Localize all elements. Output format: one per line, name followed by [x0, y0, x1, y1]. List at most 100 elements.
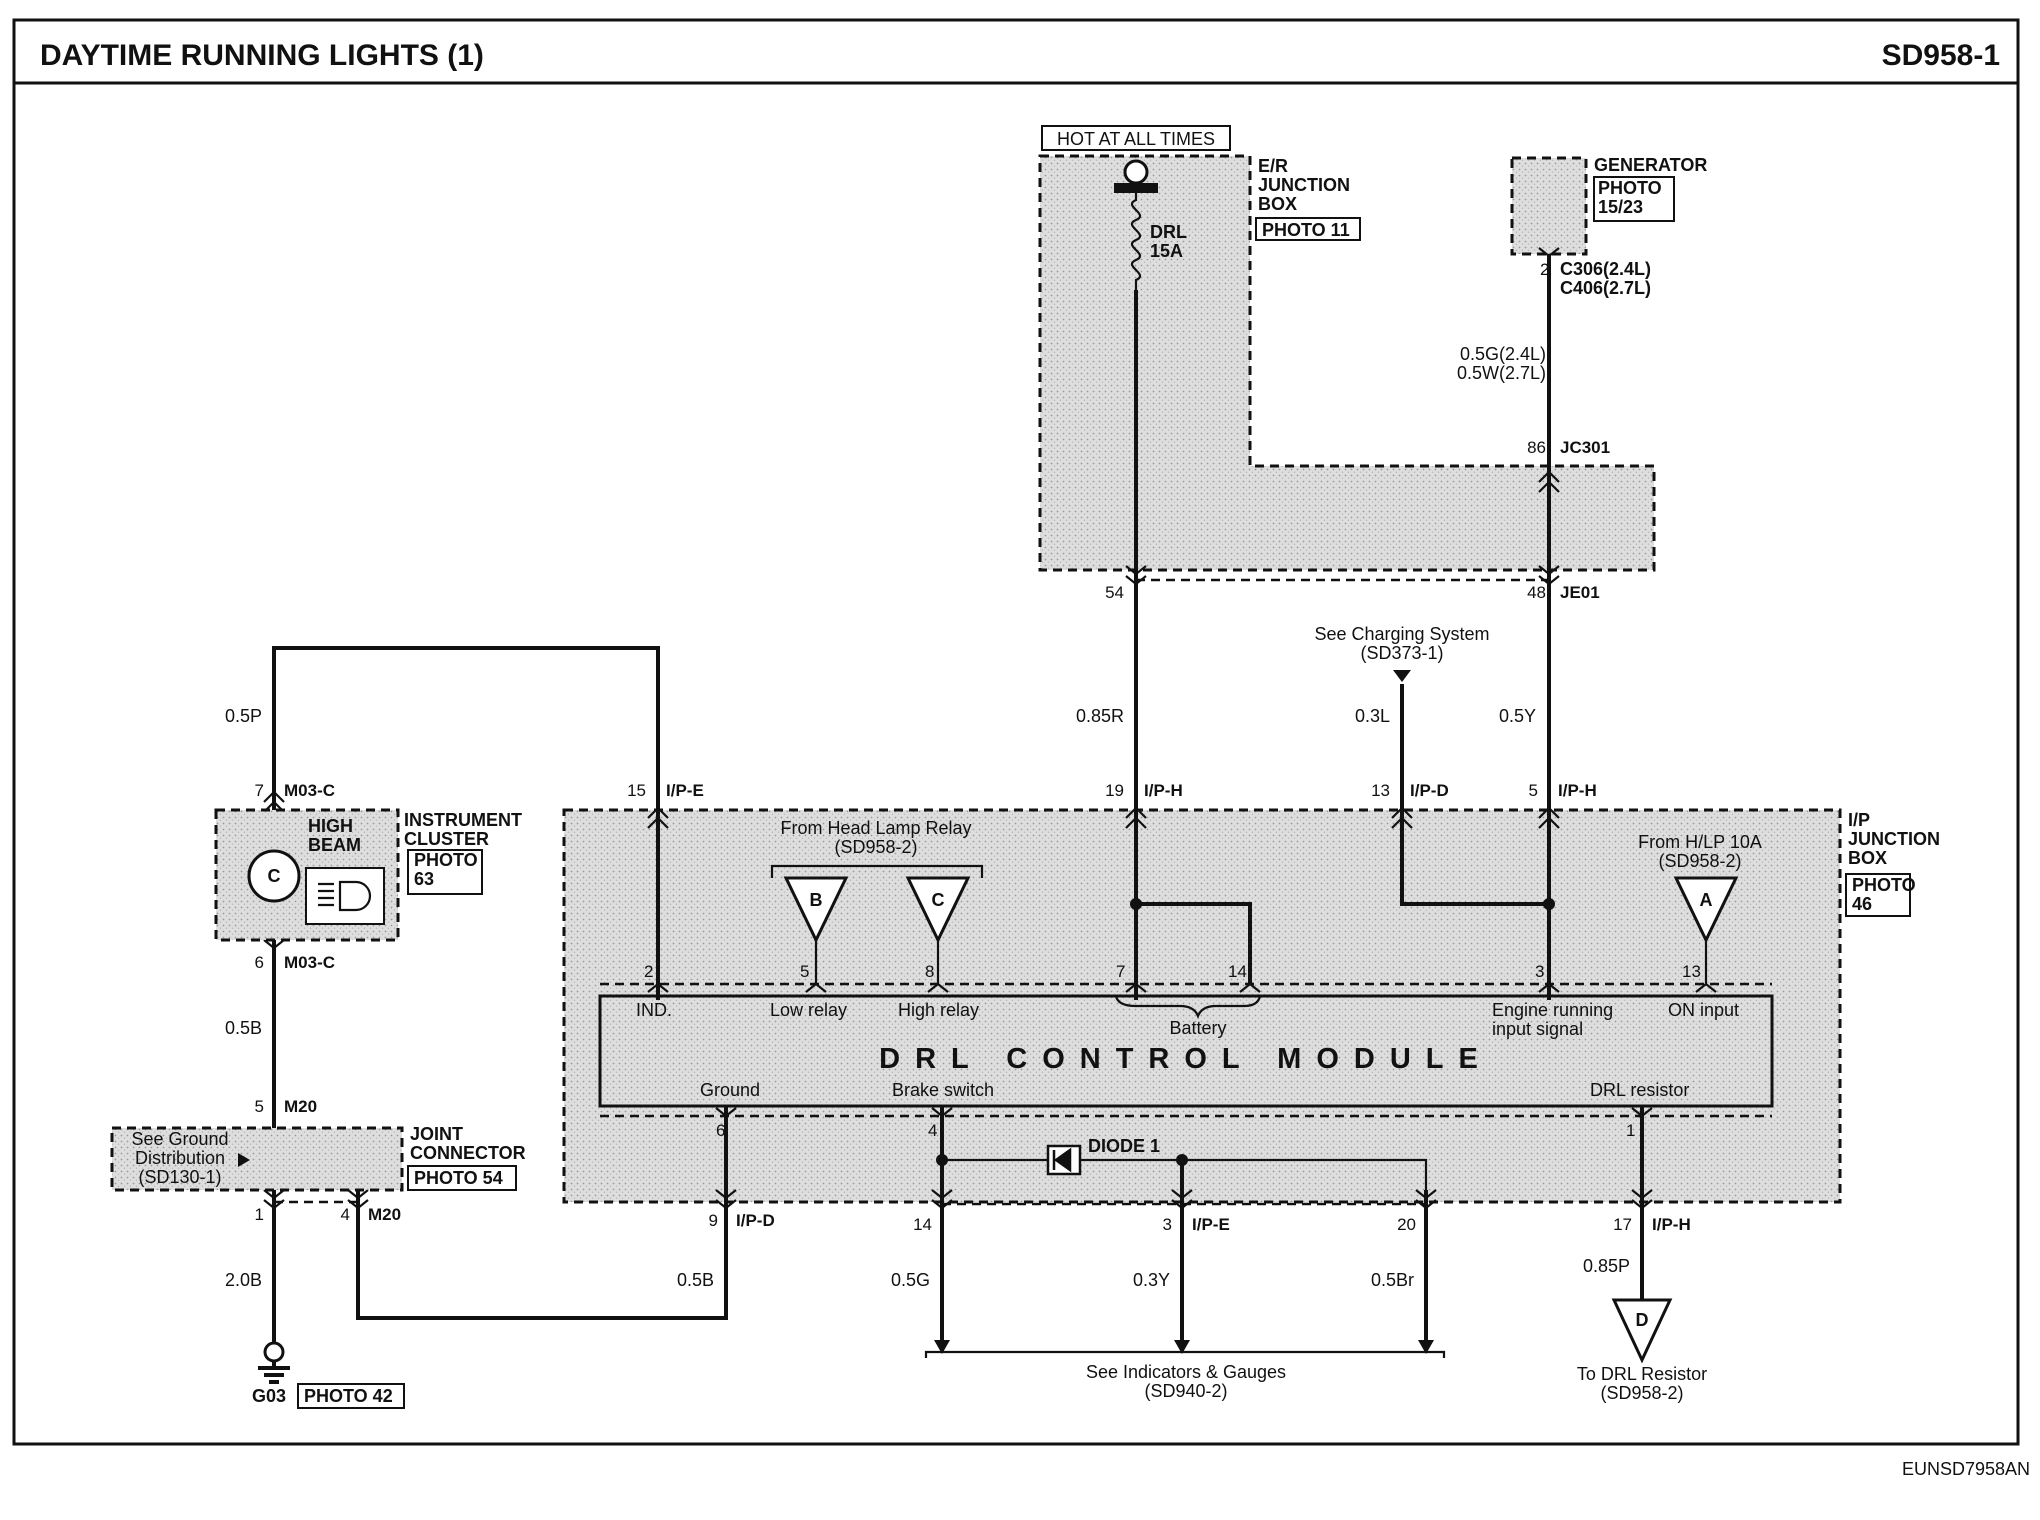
- cluster-gauge-letter: C: [268, 866, 281, 886]
- joint-connector: [110, 1126, 404, 1192]
- joint-conn-4: M20: [368, 1205, 401, 1224]
- generator-connectors: C306(2.4L)C406(2.7L): [1560, 259, 1651, 298]
- ip-photo-box: [1845, 873, 1911, 917]
- power-source-icon: [1123, 159, 1149, 185]
- module-pin-1: 1: [1626, 1121, 1635, 1140]
- indicator-arrows: [934, 1340, 1434, 1354]
- wire-label-brown: 0.5Br: [1371, 1270, 1414, 1290]
- joint-conn-top: M20: [284, 1097, 317, 1116]
- hot-at-all-times-box: [1041, 125, 1231, 151]
- diode-icon: [1052, 1147, 1072, 1173]
- wire-label-black-upper: 0.5B: [225, 1018, 262, 1038]
- joint-photo-label: PHOTO 54: [414, 1168, 503, 1188]
- module-pin-7: 7: [1116, 962, 1125, 981]
- hlp-note: From H/LP 10A(SD958-2): [1638, 832, 1762, 871]
- er-photo-box: [1255, 217, 1361, 241]
- battery-bar-icon: [1114, 183, 1158, 193]
- relay-bracket: [770, 864, 984, 878]
- connector-b-label: B: [810, 890, 823, 910]
- cluster-pin-6: 6: [255, 953, 264, 972]
- wire-label-red: 0.85R: [1076, 706, 1124, 726]
- connector-d-icon: [1611, 1298, 1673, 1364]
- label-high-relay: High relay: [898, 1000, 979, 1020]
- high-beam-icon: [318, 880, 372, 912]
- cluster-gauge-icon: [247, 849, 301, 903]
- label-battery: Battery: [1169, 1018, 1226, 1038]
- wire-label-yellow: 0.5Y: [1499, 706, 1536, 726]
- cluster-photo-box: [407, 849, 483, 895]
- joint-pin-5: 5: [255, 1097, 264, 1116]
- module-pin-6: 6: [716, 1121, 725, 1140]
- connector-a-icon: [1673, 876, 1739, 944]
- je01-label: JE01: [1560, 583, 1600, 602]
- connector-a-label: A: [1700, 890, 1713, 910]
- diode-label: DIODE 1: [1088, 1136, 1160, 1156]
- generator-photo-box: [1593, 176, 1675, 222]
- generator-wire-color: 0.5G(2.4L)0.5W(2.7L): [1457, 344, 1546, 383]
- joint-photo-box: [407, 1165, 517, 1191]
- je01-pin-48: 48: [1527, 583, 1546, 602]
- ground-photo-label: PHOTO 42: [304, 1386, 393, 1406]
- ip-e-15-pin: 15: [627, 781, 646, 800]
- wire-label-green: 0.5G: [891, 1270, 930, 1290]
- generator-box: [1510, 156, 1588, 256]
- er-junction-box: [1038, 154, 1656, 572]
- wire-label-black-ground: 2.0B: [225, 1270, 262, 1290]
- cluster-pin-7: 7: [255, 781, 264, 800]
- connector-c-label: C: [932, 890, 945, 910]
- module-pin-2: 2: [644, 962, 653, 981]
- ip-14-pin: 14: [913, 1215, 932, 1234]
- module-pin-3: 3: [1535, 962, 1544, 981]
- drl-module-title: DRL CONTROL MODULE: [879, 1043, 1493, 1075]
- ip-e-3-label: I/P-E: [1192, 1215, 1230, 1234]
- wire-label-charging: 0.3L: [1355, 706, 1390, 726]
- wire-pink: [272, 646, 660, 1000]
- module-pin-13: 13: [1682, 962, 1701, 981]
- jc301-pin: 86: [1527, 438, 1546, 457]
- wire-label-pink: 0.5P: [225, 706, 262, 726]
- battery-brace: [1114, 995, 1262, 1019]
- ip-h-5-pin: 5: [1529, 781, 1538, 800]
- ip-d-13-pin: 13: [1371, 781, 1390, 800]
- ip-d-9-label: I/P-D: [736, 1211, 775, 1230]
- module-pin-8: 8: [925, 962, 934, 981]
- label-drl-resistor: DRL resistor: [1590, 1080, 1689, 1100]
- splice-dot: [1176, 1154, 1188, 1166]
- wire-label-pink-lower: 0.85P: [1583, 1256, 1630, 1276]
- joint-pin-4: 4: [341, 1205, 350, 1224]
- generator-label: GENERATOR: [1594, 155, 1707, 175]
- connector-c-icon: [905, 876, 971, 944]
- fuse-icon: [1130, 193, 1142, 290]
- indicators-note: See Indicators & Gauges(SD940-2): [1086, 1362, 1286, 1401]
- connector-b-icon: [783, 876, 849, 944]
- ip-junction-box: [562, 808, 1842, 1204]
- label-low-relay: Low relay: [770, 1000, 847, 1020]
- ip-d-13-label: I/P-D: [1410, 781, 1449, 800]
- label-brake-switch: Brake switch: [892, 1080, 994, 1100]
- page-code: SD958-1: [1882, 39, 2000, 72]
- ip-20-pin: 20: [1397, 1215, 1416, 1234]
- note-arrow-icon: [238, 1153, 250, 1167]
- splice-dot: [1130, 898, 1142, 910]
- wire-charging: [1400, 684, 1549, 906]
- hot-at-all-times-label: HOT AT ALL TIMES: [1057, 129, 1215, 149]
- generator-pin: 2: [1540, 260, 1549, 279]
- splice-dot: [936, 1154, 948, 1166]
- charging-arrow-icon: [1393, 670, 1411, 682]
- ip-h-17-label: I/P-H: [1652, 1215, 1691, 1234]
- label-ground: Ground: [700, 1080, 760, 1100]
- ip-e-3-pin: 3: [1163, 1215, 1172, 1234]
- cluster-conn-bottom: M03-C: [284, 953, 335, 972]
- page-frame: [12, 18, 2020, 1446]
- wire-battery-bridge: [1136, 902, 1252, 984]
